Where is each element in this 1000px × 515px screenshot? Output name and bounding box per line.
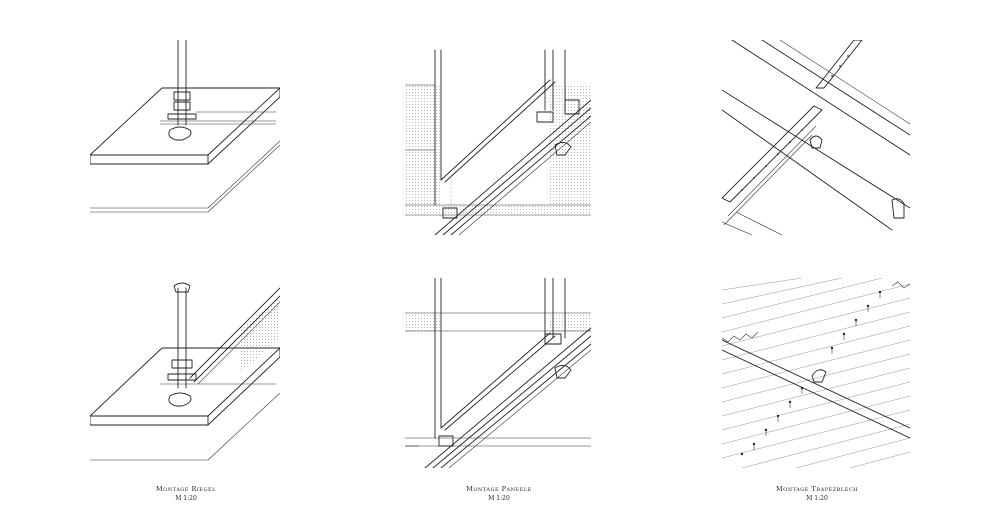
caption-title: Montage Paneele <box>466 485 532 493</box>
drawing-paneele-top <box>405 40 591 235</box>
caption-trapezblech: Montage Trapezblech M 1:20 <box>737 485 897 503</box>
caption-title: Montage Trapezblech <box>775 485 859 493</box>
caption-scale: M 1:20 <box>806 495 828 502</box>
drawing-paneele-bottom <box>405 278 591 468</box>
caption-scale: M 1:20 <box>488 495 510 502</box>
caption-title: Montage Riegel <box>156 485 216 493</box>
drawing-riegel-top <box>90 40 280 215</box>
drawing-riegel-bottom <box>90 278 280 468</box>
drawing-trapezblech-bottom <box>722 278 910 468</box>
caption-riegel: Montage Riegel M 1:20 <box>106 485 266 503</box>
caption-paneele: Montage Paneele M 1:20 <box>419 485 579 503</box>
caption-scale: M 1:20 <box>175 495 197 502</box>
drawing-trapezblech-top <box>722 40 910 235</box>
